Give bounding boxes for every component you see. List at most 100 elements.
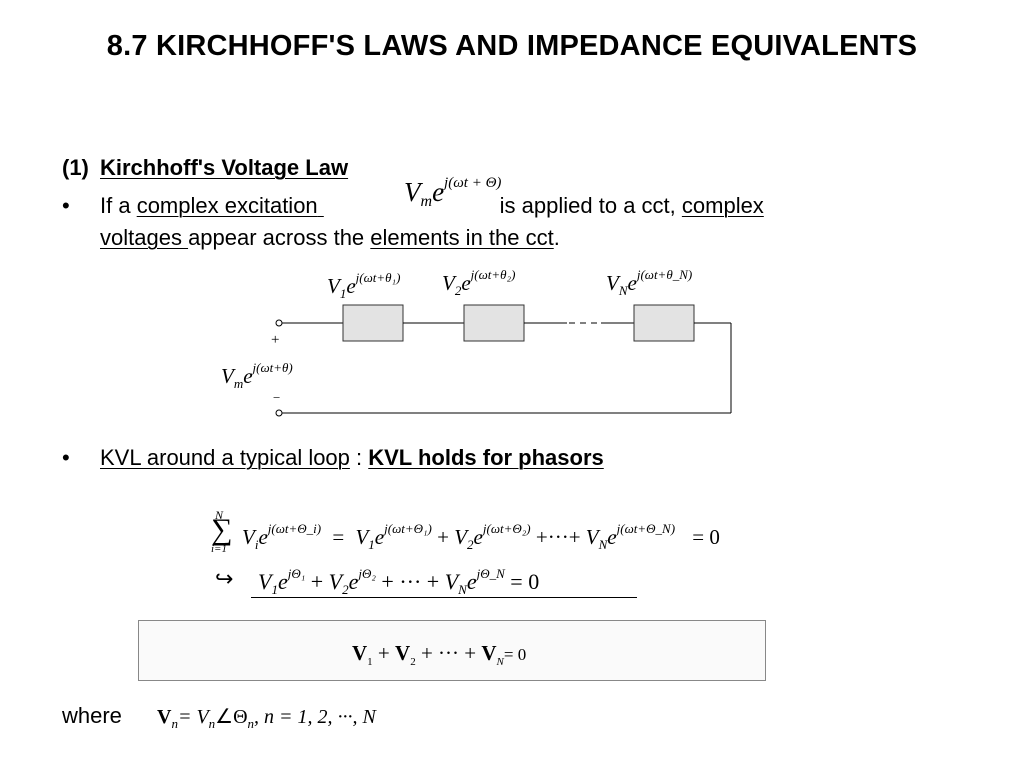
- eq1-rhs1-coef: V: [355, 525, 369, 549]
- label-base: e: [346, 274, 356, 298]
- sum-symbol: ∑: [211, 513, 233, 546]
- arrow-icon: ↪: [215, 566, 234, 591]
- bullet1-line2: voltages appear across the elements in t…: [100, 225, 560, 251]
- eq2-t2-sub: 2: [342, 582, 349, 597]
- eq2-t2-coef: V: [328, 569, 343, 594]
- eq1-rhsn-coef: V: [585, 525, 599, 549]
- box-sub-1: 1: [367, 656, 373, 668]
- eq1-rhs2-sub: 2: [467, 537, 474, 552]
- minus-sign: −: [273, 390, 281, 405]
- text-if-a: If a: [100, 193, 137, 218]
- terminal-bottom: [275, 409, 283, 417]
- section-heading: Kirchhoff's Voltage Law: [100, 155, 349, 180]
- where-definition: Vn= Vn∠Θn, n = 1, 2, ···, N: [157, 704, 376, 732]
- plus-sign: +: [271, 332, 280, 348]
- element-box-2: [463, 304, 525, 342]
- eq1-rhsn-exp: j(ωt+Θ_N): [616, 521, 676, 536]
- eq1-dots: +···+: [535, 525, 581, 549]
- where-range: , n = 1, 2, ···, N: [254, 706, 376, 728]
- eq1-equals-zero: = 0: [692, 525, 720, 549]
- text-complex-excitation: complex excitation: [136, 193, 318, 218]
- expr-exp: j(ωt + Θ): [444, 175, 502, 191]
- bullet-marker: •: [62, 193, 70, 218]
- boxed-equation: V1 + V2 + ··· + VN= 0: [352, 641, 527, 668]
- eq1-term-coef: V: [242, 525, 255, 549]
- label-sub: 1: [339, 286, 347, 301]
- text-kvl-loop: KVL around a typical loop: [100, 445, 350, 470]
- eq1-term-exp: j(ωt+Θ_i): [267, 521, 322, 536]
- text-kvl-holds: KVL holds for phasors: [368, 445, 604, 470]
- box-term-1: V: [352, 641, 368, 665]
- element-label-n: VNej(ωt+θ_N): [606, 267, 692, 299]
- box-dots: + ··· +: [420, 641, 477, 665]
- label-exp: j(ωt+θ₂): [470, 267, 516, 282]
- eq1-rhs1-exp: j(ωt+Θ₁): [384, 521, 432, 536]
- box-equals-zero: = 0: [503, 645, 527, 664]
- element-box-n: [633, 304, 695, 342]
- eq2-t1-sub: 1: [271, 582, 278, 597]
- label-coef: V: [327, 274, 340, 298]
- source-sub: m: [233, 376, 244, 391]
- label-exp: j(ωt+θ_N): [636, 267, 693, 282]
- label-base: e: [461, 271, 471, 295]
- eq2-equals-zero: = 0: [510, 569, 540, 594]
- expr-coef: V: [404, 177, 421, 207]
- eq2-t1-exp: jΘ₁: [287, 566, 306, 581]
- equation2: V1ejΘ₁ + V2ejΘ₂ + ··· + VNejΘ_N = 0: [258, 566, 540, 597]
- text-period: .: [553, 225, 560, 250]
- where-lhs-sub: n: [171, 716, 178, 731]
- text-complex: complex: [681, 193, 764, 218]
- eq2-tn-sub: N: [458, 582, 467, 597]
- text-appear: appear across the: [188, 225, 371, 250]
- sum-lower-limit: i=1: [211, 543, 227, 555]
- equation1: Viej(ωt+Θ_i) = V1ej(ωt+Θ₁) + V2ej(ωt+Θ₂)…: [242, 521, 720, 552]
- eq1-rhsn-sub: N: [598, 537, 608, 552]
- source-base: e: [243, 364, 253, 388]
- label-coef: V: [442, 271, 455, 295]
- eq1-rhs2-exp: j(ωt+Θ₂): [482, 521, 531, 536]
- eq1-rhs2-coef: V: [454, 525, 468, 549]
- eq1-equals: =: [332, 525, 345, 549]
- text-is-applied: is applied to a cct,: [499, 193, 682, 218]
- terminal-top: [275, 319, 283, 327]
- expr-sub: m: [420, 193, 433, 210]
- bullet-marker: •: [62, 445, 70, 470]
- eq2-dots: + ··· +: [381, 569, 440, 594]
- box-term-n: V: [481, 641, 497, 665]
- element-label-2: V2ej(ωt+θ₂): [442, 267, 515, 299]
- where-angle: ∠Θ: [215, 706, 248, 728]
- where-rhs: = V: [177, 706, 209, 728]
- text-colon: :: [349, 445, 369, 470]
- eq1-term-sub: i: [254, 537, 259, 552]
- eq2-tn-coef: V: [444, 569, 459, 594]
- label-sub: 2: [454, 283, 462, 298]
- eq2-t1-coef: V: [258, 569, 272, 594]
- box-sub-2: 2: [410, 656, 416, 668]
- where-angle-sub: n: [247, 716, 255, 731]
- bullet2-line: KVL around a typical loop : KVL holds fo…: [100, 445, 604, 471]
- text-voltages: voltages: [100, 225, 189, 250]
- sum-upper-limit: N: [215, 508, 224, 522]
- source-exp: j(ωt+θ): [252, 360, 293, 375]
- label-base: e: [627, 271, 637, 295]
- box-term-2: V: [395, 641, 411, 665]
- box-sub-n: N: [496, 656, 504, 668]
- eq1-rhs1-sub: 1: [368, 537, 375, 552]
- eq2-tn-exp: jΘ_N: [476, 566, 505, 581]
- source-coef: V: [221, 364, 234, 388]
- page-title: 8.7 KIRCHHOFF'S LAWS AND IMPEDANCE EQUIV…: [106, 30, 918, 62]
- bullet1-line1: If a complex excitation is applied to a …: [100, 193, 764, 219]
- where-rhs-sub: n: [208, 716, 216, 731]
- eq2-t2-exp: jΘ₂: [358, 566, 376, 581]
- element-label-1: V1ej(ωt+θ₁): [327, 270, 400, 302]
- equation2-underline: [251, 597, 637, 598]
- element-box-1: [342, 304, 404, 342]
- where-label: where: [62, 703, 122, 728]
- label-sub: N: [618, 283, 628, 298]
- where-lhs: V: [157, 706, 172, 728]
- label-exp: j(ωt+θ₁): [355, 270, 401, 285]
- section-number: (1): [62, 155, 89, 180]
- label-coef: V: [606, 271, 619, 295]
- text-elements: elements in the cct: [370, 225, 554, 250]
